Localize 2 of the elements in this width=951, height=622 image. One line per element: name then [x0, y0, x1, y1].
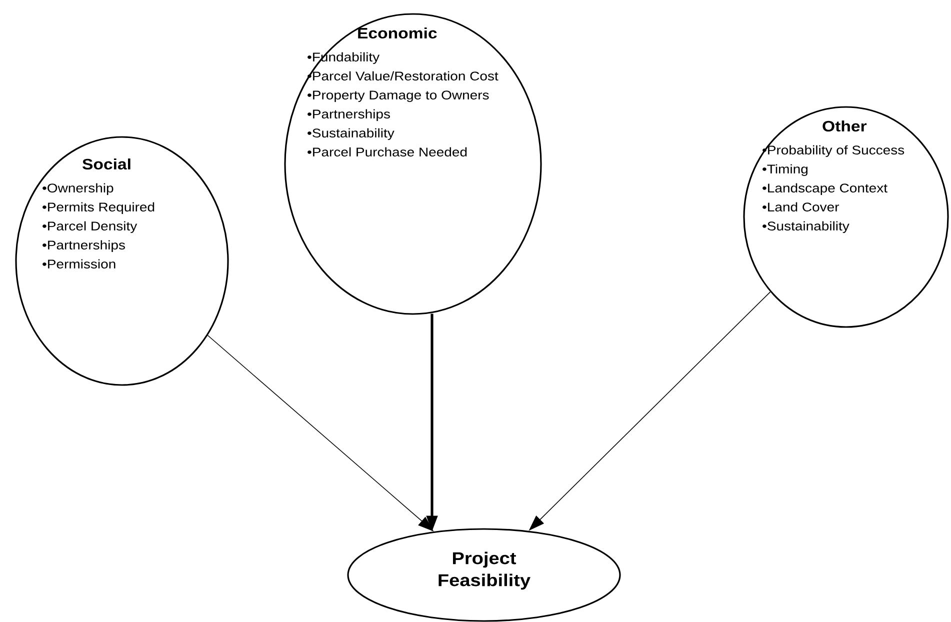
ellipse-node: Project Feasibility [347, 528, 621, 622]
ellipse-node: Social •Ownership •Permits Required •Parcel Density •Partnerships •Permission [15, 136, 229, 386]
